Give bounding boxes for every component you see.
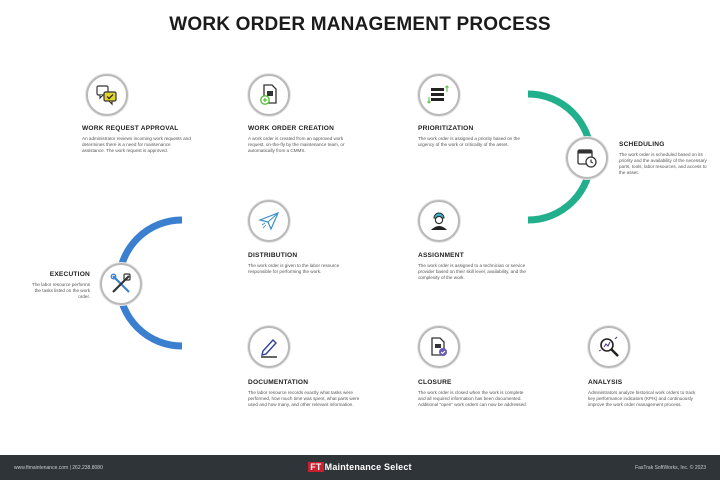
tools-icon bbox=[110, 273, 131, 293]
node-closure bbox=[418, 326, 460, 368]
step-documentation: DOCUMENTATION The labor resource records… bbox=[248, 379, 360, 408]
brand-name: Maintenance Select bbox=[324, 462, 412, 472]
step-description: A work order is created from an approved… bbox=[248, 136, 345, 153]
step-title: CLOSURE bbox=[418, 379, 452, 386]
step-work-order-creation: WORK ORDER CREATION A work order is crea… bbox=[248, 125, 360, 154]
node-prioritization bbox=[418, 74, 460, 116]
chat-check-icon bbox=[96, 85, 117, 106]
step-title: WORK REQUEST APPROVAL bbox=[82, 125, 179, 132]
step-title: ASSIGNMENT bbox=[418, 252, 464, 259]
step-title: DISTRIBUTION bbox=[248, 252, 298, 259]
step-description: The work order is given to the labor res… bbox=[248, 263, 340, 274]
stack-priority-icon bbox=[427, 85, 449, 104]
step-prioritization: PRIORITIZATION The work order is assigne… bbox=[418, 125, 530, 148]
step-description: The work order is assigned a priority ba… bbox=[418, 136, 520, 147]
document-add-icon bbox=[260, 84, 277, 105]
step-title: ANALYSIS bbox=[588, 379, 623, 386]
step-description: The labor resource records exactly what … bbox=[248, 390, 360, 407]
paper-plane-icon bbox=[258, 211, 280, 231]
step-closure: CLOSURE The work order is closed when th… bbox=[418, 379, 530, 408]
step-description: The work order is closed when the work i… bbox=[418, 390, 527, 407]
step-scheduling: SCHEDULING The work order is scheduled b… bbox=[619, 141, 714, 176]
node-analysis bbox=[588, 326, 630, 368]
node-work-request-approval bbox=[86, 74, 128, 116]
node-scheduling bbox=[566, 137, 608, 179]
node-distribution bbox=[248, 200, 290, 242]
step-description: The work order is scheduled based on its… bbox=[619, 152, 707, 175]
footer-contact[interactable]: www.ftmaintenance.com | 262.238.8080 bbox=[14, 465, 103, 471]
node-work-order-creation bbox=[248, 74, 290, 116]
node-assignment bbox=[418, 200, 460, 242]
step-assignment: ASSIGNMENT The work order is assigned to… bbox=[418, 252, 530, 281]
document-check-icon bbox=[431, 337, 447, 356]
node-execution bbox=[100, 263, 142, 305]
step-description: The labor resource performs the tasks li… bbox=[32, 282, 90, 299]
step-title: SCHEDULING bbox=[619, 141, 665, 148]
magnifier-chart-icon bbox=[598, 336, 619, 357]
step-description: An administrator reviews incoming work r… bbox=[82, 136, 191, 153]
step-description: Administrators analyze historical work o… bbox=[588, 390, 696, 407]
step-title: WORK ORDER CREATION bbox=[248, 125, 335, 132]
step-execution: EXECUTION The labor resource performs th… bbox=[28, 271, 90, 300]
step-distribution: DISTRIBUTION The work order is given to … bbox=[248, 252, 360, 275]
step-description: The work order is assigned to a technici… bbox=[418, 263, 526, 280]
step-title: EXECUTION bbox=[49, 271, 90, 278]
node-documentation bbox=[248, 326, 290, 368]
technician-icon bbox=[431, 212, 447, 230]
step-analysis: ANALYSIS Administrators analyze historic… bbox=[588, 379, 700, 408]
pencil-icon bbox=[261, 338, 277, 358]
footer-copyright: FasTrak SoftWorks, Inc. © 2023 bbox=[635, 465, 706, 471]
step-title: DOCUMENTATION bbox=[248, 379, 309, 386]
calendar-clock-icon bbox=[577, 149, 597, 168]
brand-mark: FT bbox=[308, 462, 324, 472]
page-title: WORK ORDER MANAGEMENT PROCESS bbox=[169, 14, 551, 35]
step-work-request-approval: WORK REQUEST APPROVAL An administrator r… bbox=[82, 125, 194, 154]
step-title: PRIORITIZATION bbox=[418, 125, 474, 132]
